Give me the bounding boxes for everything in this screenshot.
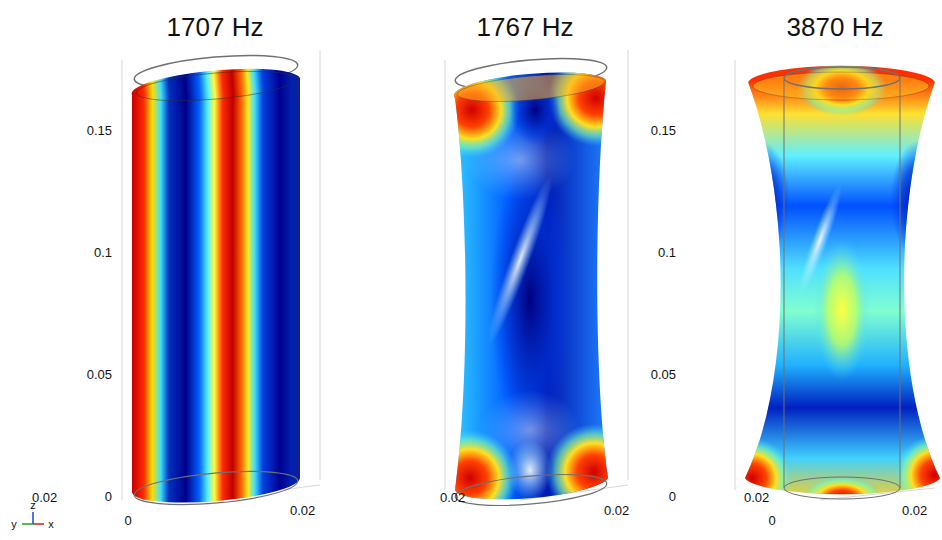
x-tick-label: 0.02 xyxy=(744,491,769,504)
y-tick-label: 0 xyxy=(124,514,131,527)
axis-letter: y xyxy=(11,519,17,530)
z-tick-label: 0.05 xyxy=(87,368,112,381)
frequency-title: 3870 Hz xyxy=(787,14,884,40)
mode-shape-1767 xyxy=(422,50,644,526)
z-tick-label: 0 xyxy=(105,490,112,503)
mode-shape-1707 xyxy=(120,50,320,510)
y-tick-label: 0 xyxy=(768,514,775,527)
z-tick-label: 0 xyxy=(669,490,676,503)
z-tick-label: 0.15 xyxy=(651,124,676,137)
y-tick-label: 0.02 xyxy=(604,504,629,517)
z-tick-label: 0.1 xyxy=(94,246,112,259)
mode-shape-3870 xyxy=(712,60,942,520)
z-tick-label: 0.1 xyxy=(658,246,676,259)
axis-letter: z xyxy=(30,500,36,511)
frequency-title: 1767 Hz xyxy=(477,14,574,40)
axis-triad xyxy=(22,512,44,524)
z-tick-label: 0.15 xyxy=(87,124,112,137)
z-tick-label: 0.05 xyxy=(651,368,676,381)
axis-letter: x xyxy=(48,519,54,530)
x-tick-label: 0.02 xyxy=(32,491,57,504)
x-tick-label: 0.02 xyxy=(440,491,465,504)
y-tick-label: 0.02 xyxy=(902,504,927,517)
frequency-title: 1707 Hz xyxy=(167,14,264,40)
y-tick-label: 0.02 xyxy=(290,504,315,517)
